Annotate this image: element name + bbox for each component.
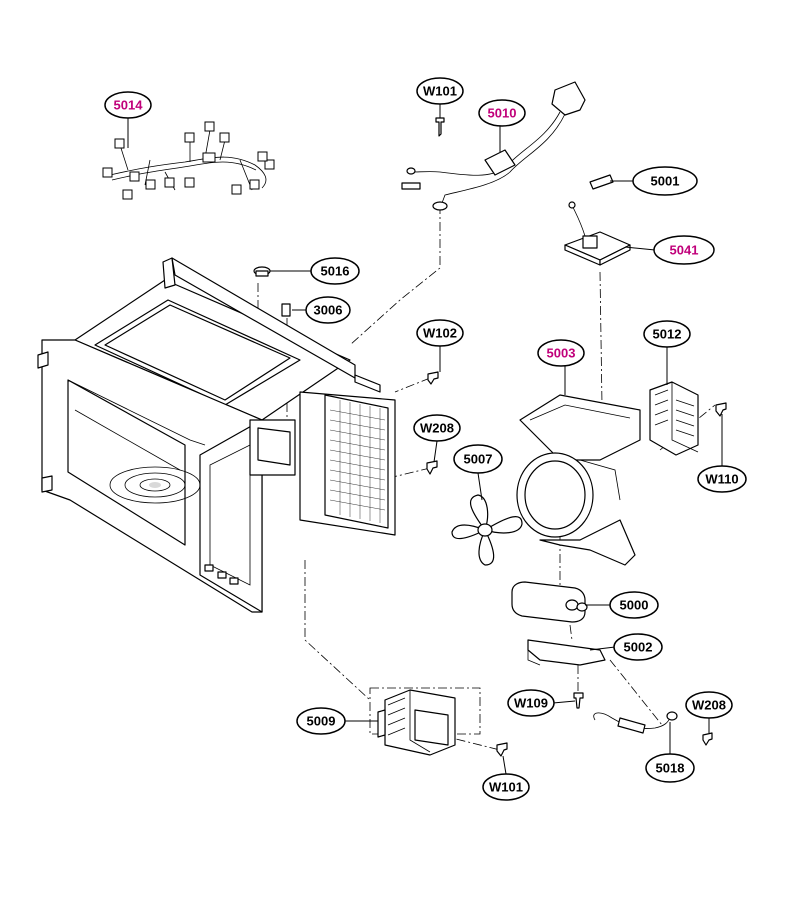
callout-5001: 5001 [632, 166, 698, 196]
pcb-5041 [564, 201, 631, 266]
callout-5000: 5000 [609, 591, 659, 619]
oven-cavity [37, 257, 396, 613]
callout-5002: 5002 [613, 633, 663, 661]
callout-label-5002: 5002 [624, 640, 653, 655]
callout-label-w208-bottom: W208 [692, 698, 726, 713]
diode-5018 [593, 711, 678, 734]
magnetron-5009 [377, 689, 456, 756]
callout-w102: W102 [416, 319, 464, 347]
fan-blade-5007 [451, 494, 523, 566]
callout-label-w109: W109 [514, 696, 548, 711]
callout-3006: 3006 [305, 296, 351, 324]
callout-label-5000: 5000 [620, 598, 649, 613]
screw-w102 [427, 371, 439, 385]
callout-label-w101-top: W101 [423, 84, 457, 99]
transformer-5012 [649, 381, 699, 456]
callout-w101-top: W101 [416, 77, 464, 105]
screw-w101-bottom [496, 742, 508, 757]
callout-label-5009: 5009 [307, 714, 336, 729]
callout-label-w102: W102 [423, 326, 457, 341]
screw-w208-middle [426, 460, 438, 475]
callout-5007: 5007 [453, 444, 503, 474]
screw-w208-bottom [702, 732, 713, 746]
callout-w110: W110 [697, 465, 747, 493]
callout-5018: 5018 [645, 753, 695, 783]
callout-5009: 5009 [296, 707, 346, 735]
callout-5010: 5010 [478, 99, 526, 127]
callout-label-3006: 3006 [314, 303, 343, 318]
callout-label-5007: 5007 [464, 452, 493, 467]
callout-label-5014: 5014 [114, 98, 144, 113]
callout-w101-bottom: W101 [482, 773, 530, 801]
callout-5003: 5003 [537, 339, 585, 367]
callout-label-5016: 5016 [321, 264, 350, 279]
callout-label-5010: 5010 [488, 106, 517, 121]
callout-label-5001: 5001 [651, 174, 680, 189]
wire-harness-5014 [102, 121, 275, 200]
thermostat-5016 [253, 266, 271, 277]
callout-w109: W109 [507, 689, 555, 717]
bracket-5002 [527, 639, 606, 666]
callout-label-w101-bottom: W101 [489, 780, 523, 795]
callout-label-w110: W110 [705, 472, 738, 487]
fuse-5001 [589, 174, 614, 190]
switch-3006 [281, 303, 291, 317]
screw-w109 [573, 692, 584, 709]
callout-label-5041: 5041 [670, 243, 699, 258]
callout-label-5012: 5012 [653, 327, 682, 342]
fan-duct-5003 [516, 394, 641, 566]
callout-5012: 5012 [643, 320, 691, 348]
callout-label-5018: 5018 [656, 761, 685, 776]
screw-w110 [715, 402, 727, 417]
capacitor-5000 [511, 581, 588, 623]
callout-5014: 5014 [104, 91, 152, 119]
callout-w208-bottom: W208 [685, 691, 733, 719]
callout-5016: 5016 [310, 257, 360, 285]
callout-w208-middle: W208 [413, 414, 461, 442]
leader-lines [127, 104, 723, 775]
callout-5041: 5041 [653, 235, 715, 265]
callout-label-w208-middle: W208 [420, 421, 454, 436]
callout-label-5003: 5003 [547, 346, 576, 361]
screw-w101-top [435, 117, 445, 137]
power-cord-5010 [401, 81, 586, 211]
